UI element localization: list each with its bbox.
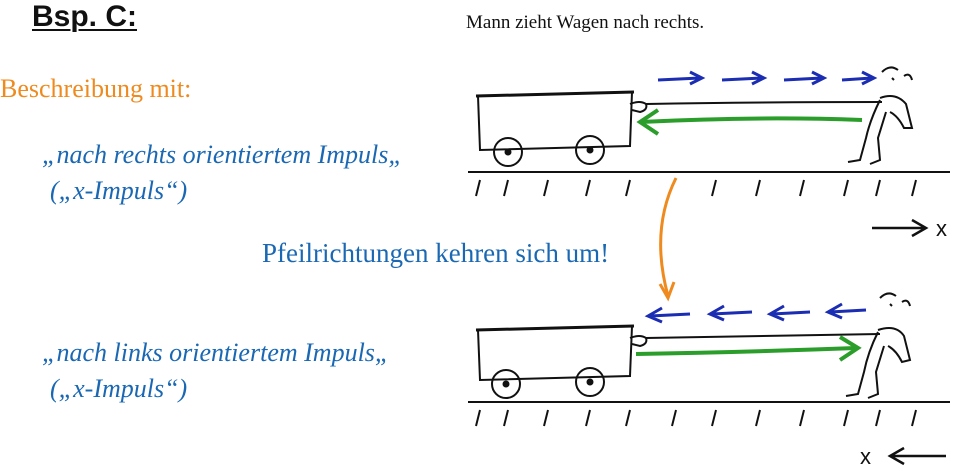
- wagon-bottom: [475, 324, 648, 399]
- right-x-impulse-line: („x-Impuls“): [50, 176, 188, 205]
- man-bottom: [845, 292, 912, 399]
- green-arrow-top: [639, 116, 863, 124]
- x-axis-label-bottom: x: [860, 444, 871, 469]
- wagon-top: [475, 90, 648, 167]
- bottom-scene: x: [468, 292, 950, 469]
- green-arrow-bottom: [635, 346, 857, 356]
- left-x-impulse-line: („x-Impuls“): [50, 374, 188, 403]
- page-title: Bsp. C:: [32, 0, 137, 33]
- blue-arrows-left: [644, 302, 867, 324]
- top-scene: x: [468, 66, 950, 241]
- scene-caption: Mann zieht Wagen nach rechts.: [466, 12, 705, 33]
- x-axis-right-icon: x: [872, 216, 947, 241]
- rope-bottom: [645, 333, 881, 339]
- rope-top: [645, 101, 883, 105]
- x-axis-left-icon: x: [860, 444, 946, 469]
- ground-top: [468, 171, 950, 197]
- orange-curved-arrow: [658, 177, 678, 302]
- x-axis-label-top: x: [936, 216, 947, 241]
- left-impulse-line: „nach links orientiertem Impuls„: [42, 338, 390, 367]
- blue-arrows-right: [657, 70, 878, 86]
- description-heading: Beschreibung mit:: [0, 74, 192, 103]
- ground-bottom: [468, 401, 950, 427]
- right-impulse-line: „nach rechts orientiertem Impuls„: [42, 140, 403, 169]
- man-top: [847, 66, 914, 165]
- direction-reversal-note: Pfeilrichtungen kehren sich um!: [262, 238, 610, 268]
